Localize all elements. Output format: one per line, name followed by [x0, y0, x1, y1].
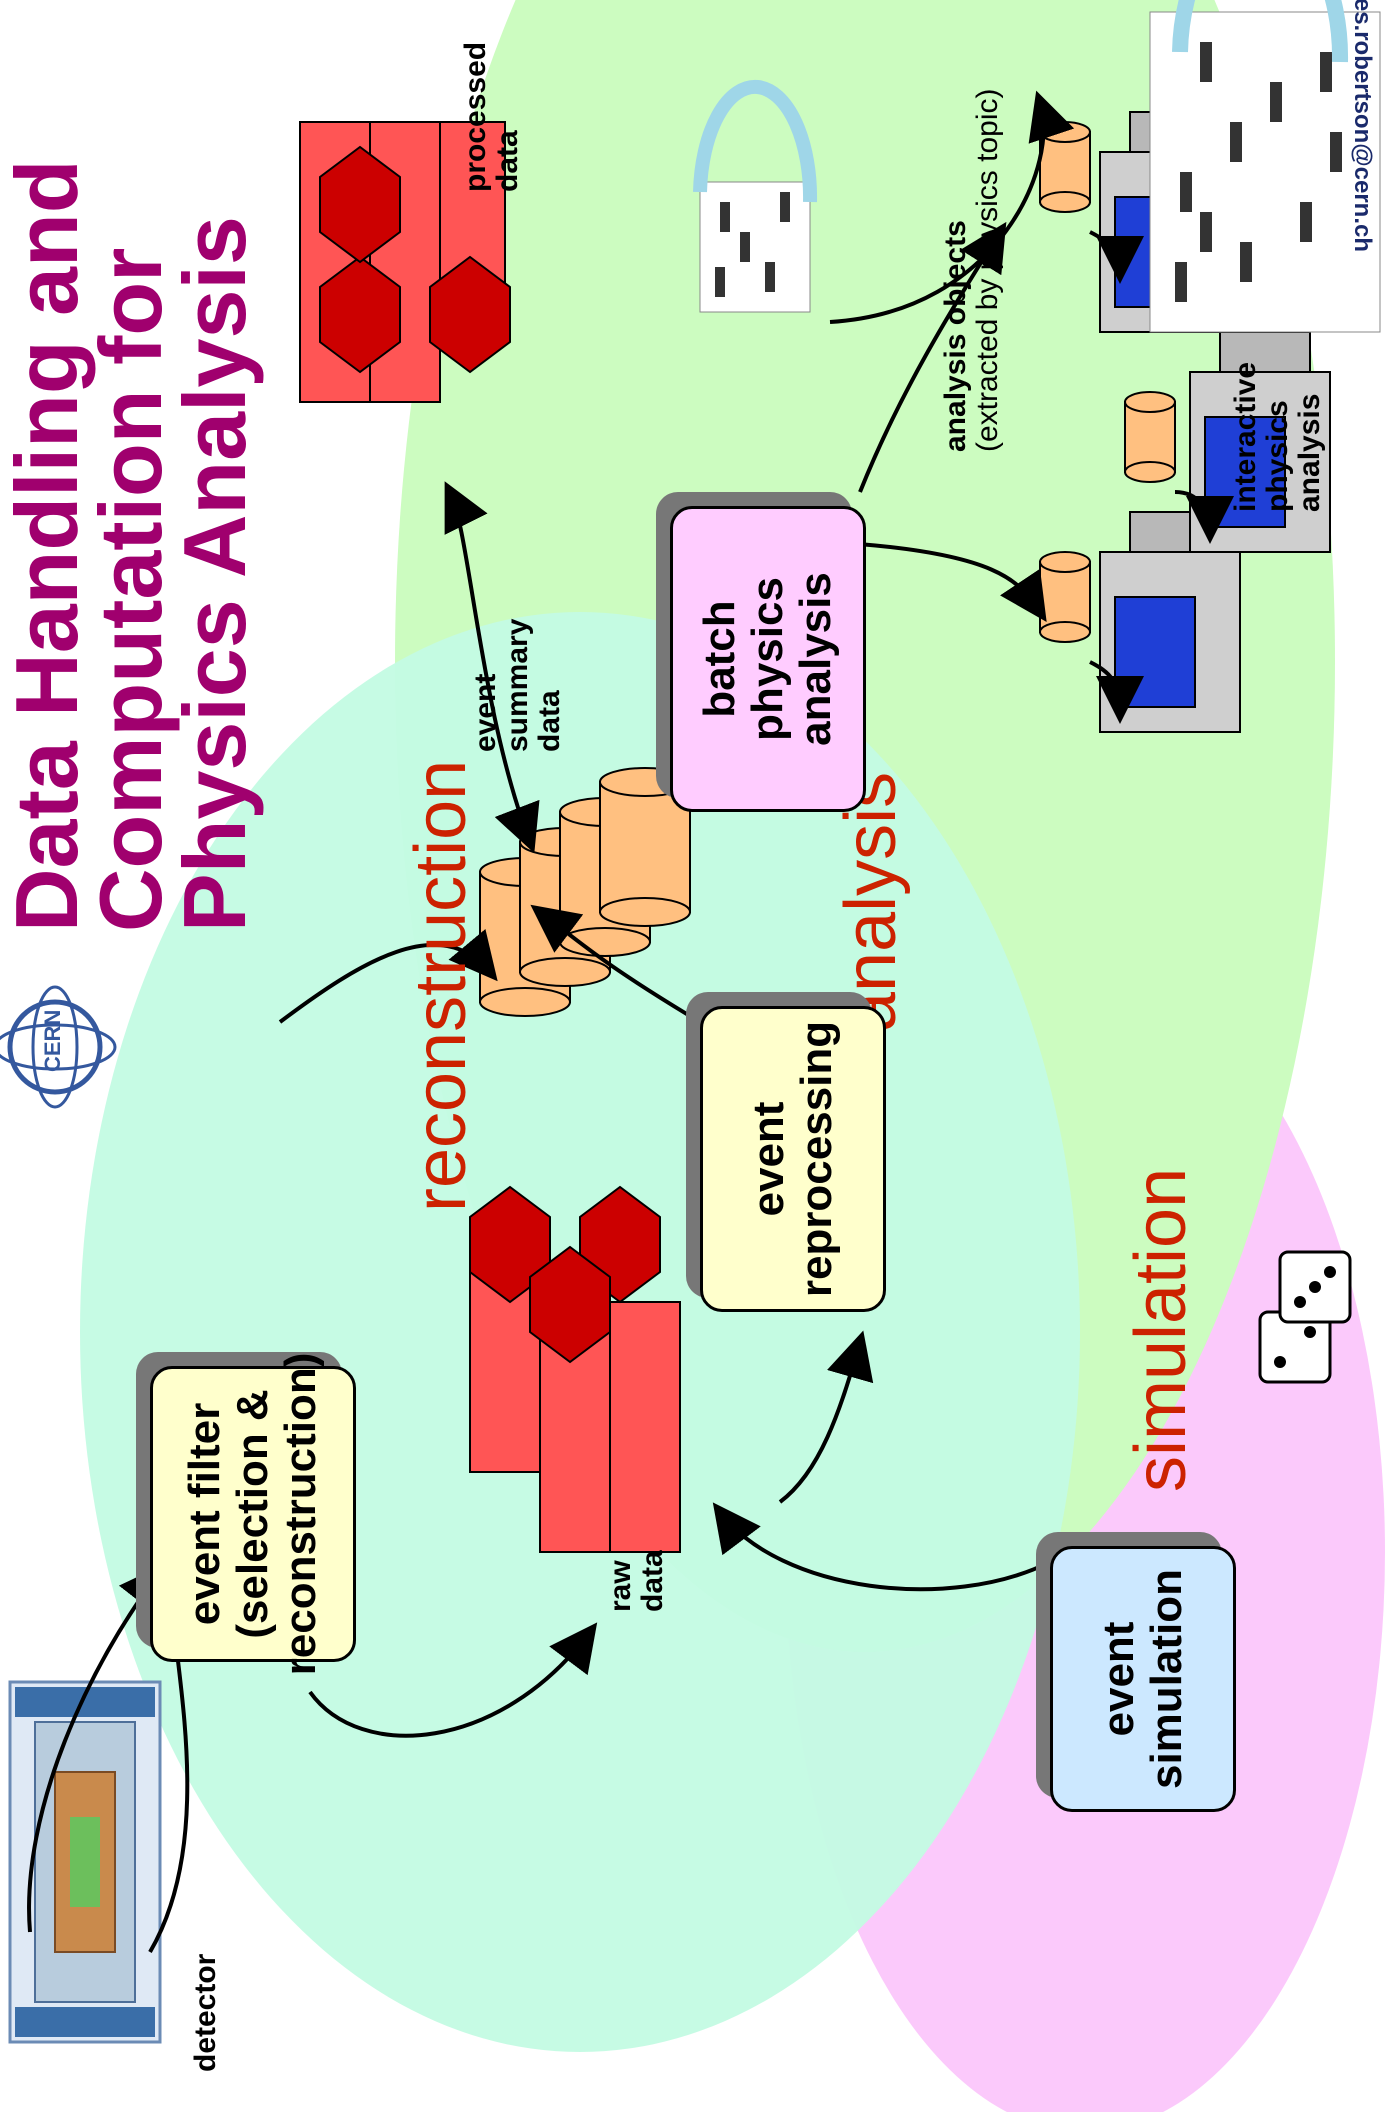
processed-data-label: processed data: [459, 41, 524, 192]
event-summary-line-2: summary: [501, 618, 534, 752]
histogram-cluster-small: [693, 79, 818, 313]
interactive-label: interactive physics analysis: [1229, 361, 1326, 512]
cern-logo-icon: [0, 985, 117, 1109]
event-filter-line-2: (selection &: [228, 1389, 277, 1639]
phase-simulation: simulation: [1121, 1167, 1201, 1492]
batch-analysis-box[interactable]: batch physics analysis: [670, 506, 866, 812]
event-simulation-line-1: event: [1094, 1621, 1143, 1737]
raw-data-line-2: data: [636, 1550, 669, 1612]
arrow-batch-to-cyl3: [829, 540, 1047, 622]
title-line-2: Computation for: [81, 247, 180, 932]
detector-image: [8, 1680, 162, 2044]
title-line-3: Physics Analysis: [165, 216, 264, 932]
event-simulation-line-2: simulation: [1142, 1568, 1191, 1790]
batch-analysis-line-3: analysis: [791, 572, 840, 746]
histogram-cluster-large: [1149, 0, 1381, 333]
processed-data-line-1: processed: [459, 41, 492, 192]
interactive-line-1: interactive: [1229, 361, 1262, 512]
event-reprocessing-line-2: reprocessing: [792, 1020, 841, 1298]
arrow-cyl1-to-ws: [1089, 660, 1144, 724]
page-title: Data Handling and Computation for Physic…: [0, 159, 264, 933]
raw-data-line-1: raw: [604, 1560, 637, 1612]
analysis-objects-line-2: (extracted by physics topic): [971, 88, 1004, 452]
batch-analysis-line-1: batch: [695, 600, 744, 718]
arrow-filter-to-summary: [278, 928, 498, 1024]
detector-label: detector: [189, 1953, 222, 2072]
arrow-summary-processed: [444, 481, 540, 854]
analysis-object-cylinders: [1039, 121, 1176, 643]
arrow-batch-to-cyl1: [858, 221, 1007, 493]
analysis-objects-label: analysis objects (extracted by physics t…: [939, 88, 1004, 452]
arrow-reprocessing-to-summary: [530, 904, 702, 1024]
raw-data-label: raw data: [604, 1550, 669, 1612]
arrow-simulation-to-raw: [712, 1502, 1051, 1592]
arrow-raw-to-reprocessing: [778, 1330, 874, 1504]
arrow-detector-to-filter: [27, 1562, 168, 1933]
interactive-line-2: physics: [1261, 400, 1294, 512]
event-summary-line-3: data: [533, 690, 566, 752]
arrow-cyl2-to-ws: [1174, 490, 1234, 544]
event-filter-line-3: reconstruction): [276, 1352, 325, 1676]
event-summary-line-1: event: [469, 673, 502, 752]
arrow-cyl3-to-ws: [1089, 230, 1144, 284]
event-reprocessing-line-1: event: [744, 1101, 793, 1217]
event-filter-box[interactable]: event filter (selection & reconstruction…: [150, 1353, 356, 1675]
dice-icon: [1258, 1250, 1352, 1384]
batch-analysis-line-2: physics: [743, 577, 792, 741]
processed-data-line-2: data: [491, 130, 524, 192]
analysis-objects-line-1: analysis objects: [939, 220, 972, 452]
event-reprocessing-box[interactable]: event reprocessing: [700, 1006, 886, 1312]
email-label: les.robertson@cern.ch: [1349, 0, 1376, 252]
raw-data-storage: [469, 1185, 681, 1553]
interactive-line-3: analysis: [1293, 393, 1326, 512]
cern-logo-text: CERN: [40, 1009, 65, 1072]
title-line-1: Data Handling and: [0, 159, 96, 933]
phase-reconstruction: reconstruction: [401, 759, 481, 1212]
event-simulation-box[interactable]: event simulation: [1050, 1546, 1236, 1812]
event-filter-line-1: event filter: [180, 1402, 229, 1626]
event-summary-label: event summary data: [469, 618, 566, 752]
arrow-batch-to-cyl2: [829, 90, 1075, 324]
processed-data-storage: [299, 121, 511, 403]
arrow-filter-to-raw: [308, 1622, 598, 1738]
